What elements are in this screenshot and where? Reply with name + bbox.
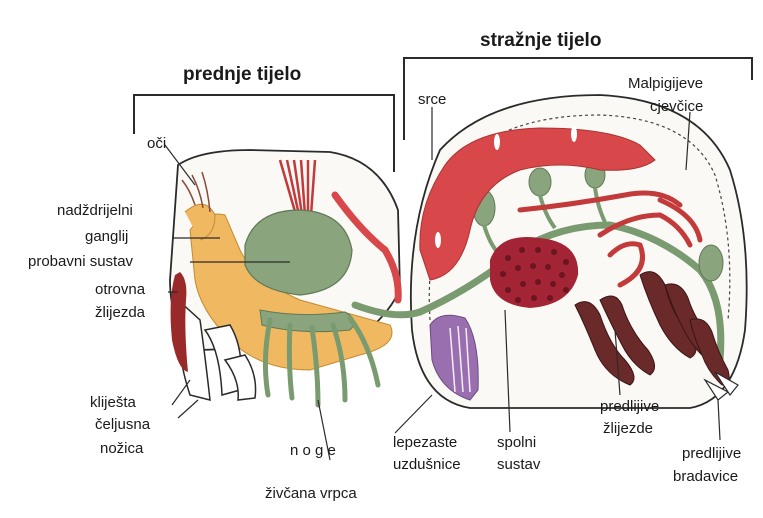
label-venom: otrovna [95,281,146,298]
label-malpighian-1: Malpigijeve [628,75,703,92]
label-silk-glands-1: predlijive [600,398,659,415]
label-spinnerets-1: predlijive [682,445,741,462]
label-digestive: probavni sustav [28,253,134,270]
label-book-lungs-1: lepezaste [393,434,457,451]
label-nerve-cord: živčana vrpca [265,485,357,502]
label-malpighian-2: cjevčice [650,98,703,115]
label-chelicerae: kliješta [90,394,137,411]
label-eyes: oči [147,135,166,152]
label-book-lungs-2: uzdušnice [393,456,461,473]
label-ganglion: ganglij [85,228,128,245]
back-body-header: stražnje tijelo [480,30,601,51]
label-legs: n o g e [290,442,336,459]
label-heart: srce [418,91,446,108]
label-reproductive-1: spolni [497,434,536,451]
label-gland: žlijezda [95,304,146,321]
front-body-header: prednje tijelo [183,64,301,85]
label-pedipalp-1: čeljusna [95,416,151,433]
label-reproductive-2: sustav [497,456,541,473]
label-spinnerets-2: bradavice [673,468,738,485]
label-pedipalp-2: nožica [100,440,144,457]
label-supraesophageal: nadždrijelni [57,202,133,219]
label-silk-glands-2: žlijezde [603,420,653,437]
